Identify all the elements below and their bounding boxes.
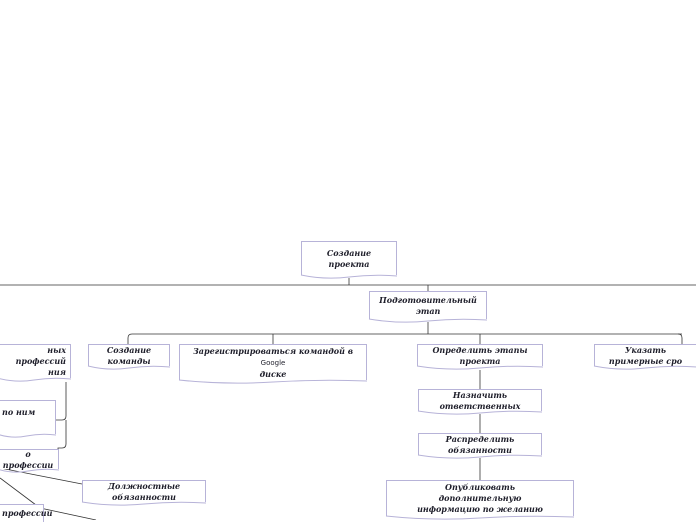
node-wave (0, 468, 59, 474)
node-define-stages[interactable]: Определить этапы проекта (417, 344, 543, 366)
node-wave (369, 318, 487, 324)
left-diagonal-bottom (39, 507, 97, 520)
node-distribute-duties[interactable]: Распределить обязанности (418, 433, 542, 455)
node-assign-responsible[interactable]: Назначить ответственных (418, 389, 542, 411)
deadlines-connector (677, 333, 683, 345)
left-diagonal-duties (0, 467, 83, 485)
node-stage[interactable]: Подготовительный этап (369, 291, 487, 319)
left-connector-a (56, 382, 67, 421)
node-publish-info[interactable]: Опубликовать дополнительную информацию п… (386, 480, 574, 516)
node-wave (88, 365, 170, 371)
node-wave (386, 515, 574, 521)
node-wave (417, 365, 543, 371)
node-wave (418, 410, 542, 416)
node-wave (0, 377, 71, 383)
node-wave (301, 274, 397, 280)
node-left-by-them[interactable]: по ним (0, 400, 56, 434)
node-left-by-profession[interactable]: о профессии (0, 449, 59, 469)
node-wave (179, 379, 367, 385)
node-left-duties[interactable]: Должностные обязанности (82, 480, 206, 502)
node-wave (418, 454, 542, 460)
node-wave (82, 501, 206, 507)
node-left-professions[interactable]: ных профессий ния (0, 344, 71, 378)
create-team-connector (127, 333, 133, 345)
left-connector-b (57, 420, 67, 460)
left-diagonal-profession (0, 477, 41, 509)
node-wave (0, 433, 56, 439)
node-left-profession-bottom[interactable]: профессии (0, 504, 52, 522)
node-approx-deadlines[interactable]: Указать примерные сро (594, 344, 696, 366)
node-root[interactable]: Создание проекта (301, 241, 397, 275)
node-create-team[interactable]: Создание команды (88, 344, 170, 366)
node-wave (594, 365, 696, 371)
